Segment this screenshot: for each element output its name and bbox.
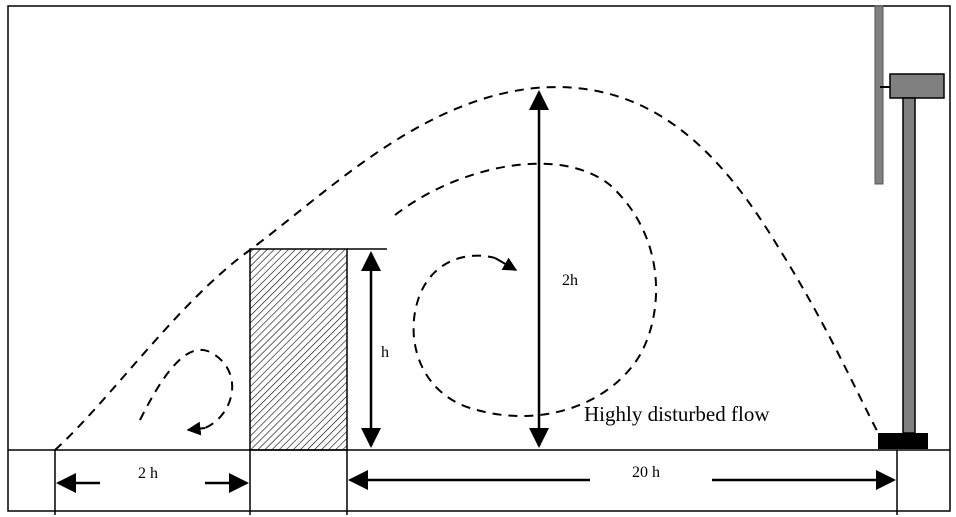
outer-streamline <box>54 86 883 451</box>
height-label: h <box>381 344 389 361</box>
turbine-tower <box>902 97 916 434</box>
turbine-base <box>878 433 928 449</box>
turbine-blade <box>874 5 884 185</box>
upwind-distance-label: 2 h <box>138 465 158 482</box>
downwind-vortex <box>394 162 658 417</box>
upwind-vortex <box>139 348 234 429</box>
turbine-nacelle <box>889 73 945 99</box>
wind-turbine-icon <box>874 5 945 449</box>
downwind-distance-label: 20 h <box>632 464 660 481</box>
downwind-vortex-arrow <box>494 257 518 271</box>
figure-frame <box>7 5 951 512</box>
obstacle-building <box>249 248 348 451</box>
double-height-label: 2h <box>562 272 578 289</box>
upwind-vortex-arrow <box>186 421 206 436</box>
flow-caption: Highly disturbed flow <box>584 402 770 426</box>
